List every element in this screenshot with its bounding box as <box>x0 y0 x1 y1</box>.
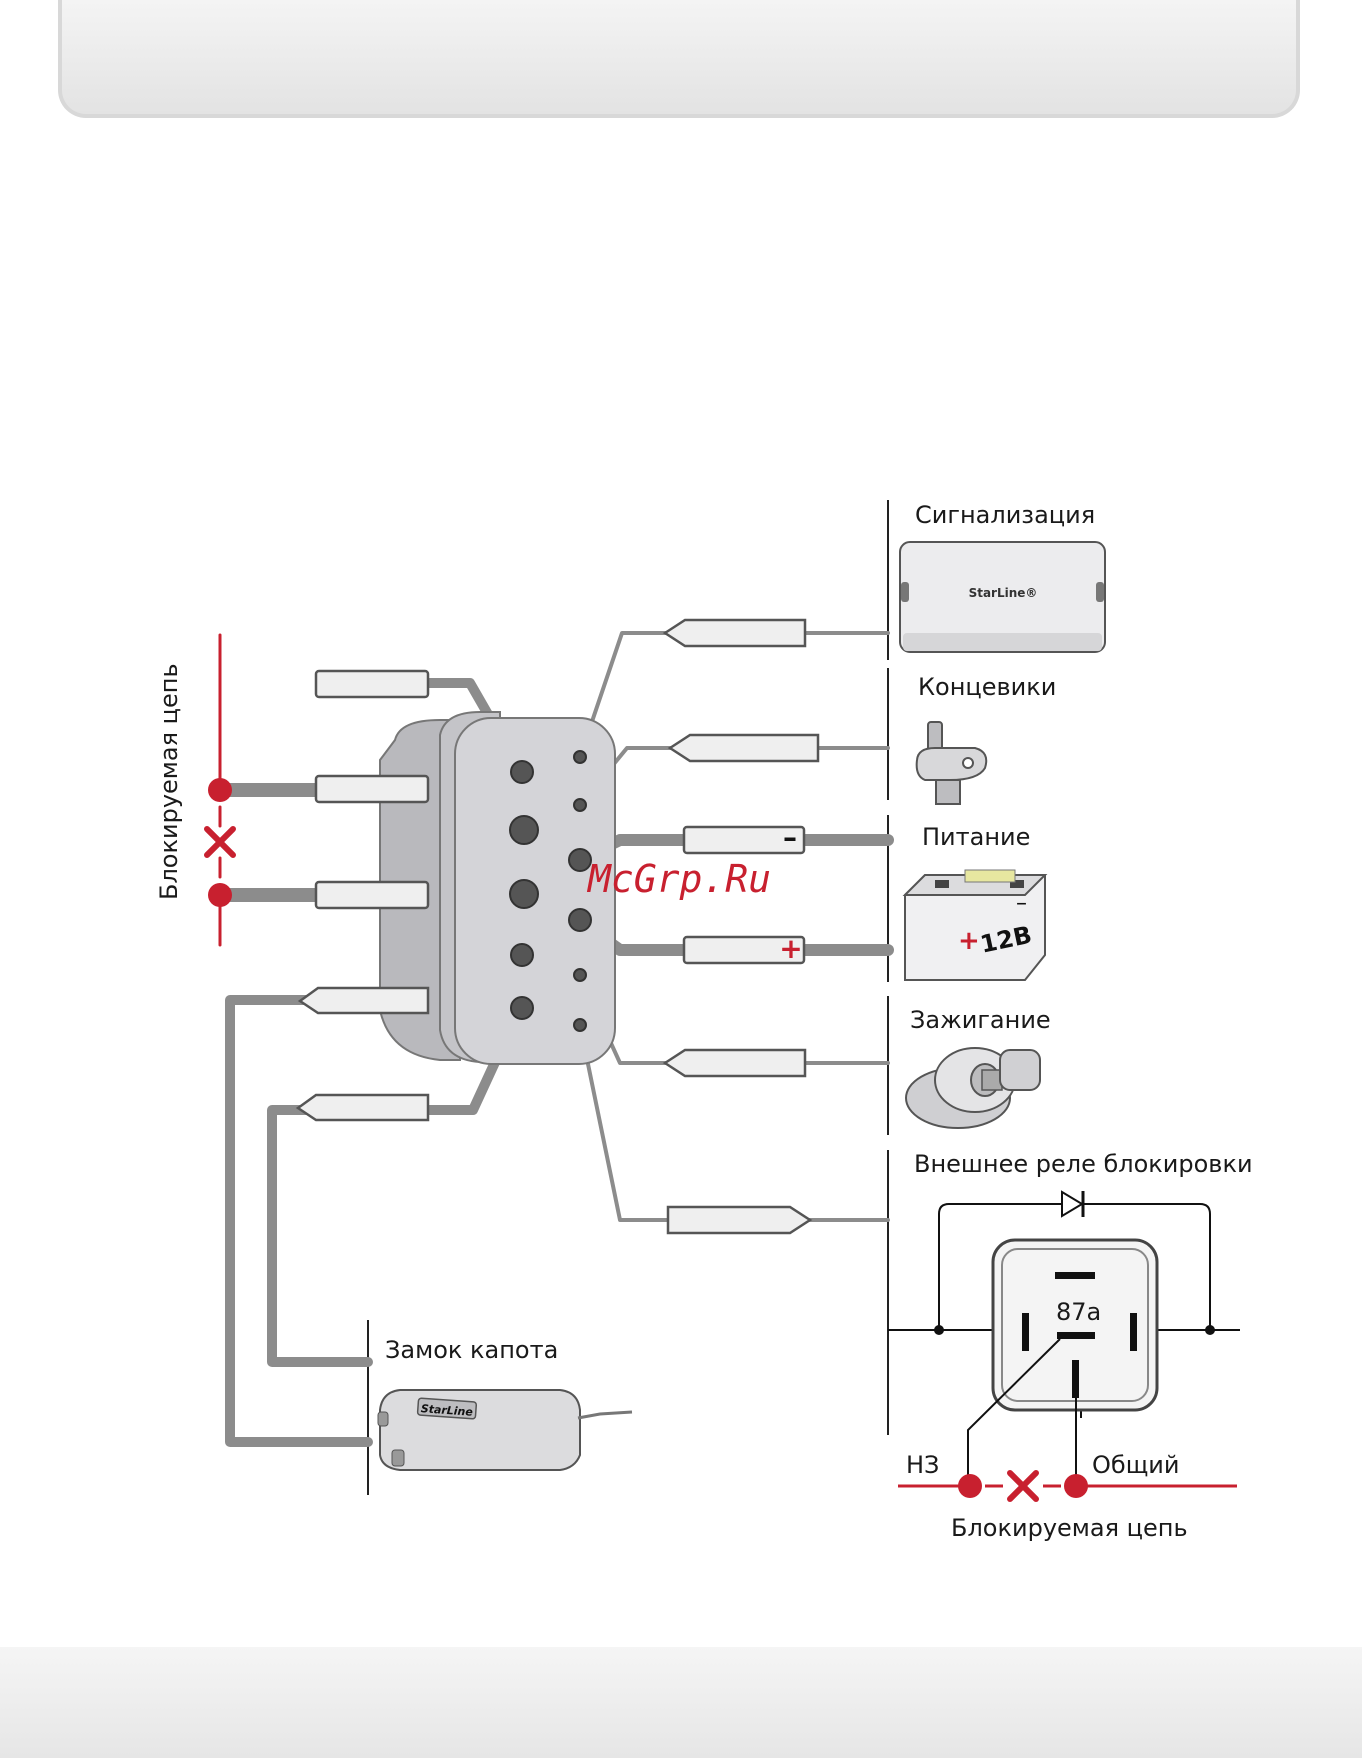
pin-left-2 <box>510 816 538 844</box>
tag-top-left <box>316 671 428 697</box>
tag-door <box>670 735 818 761</box>
pin-right-6 <box>574 1019 586 1031</box>
pin-left-1 <box>511 761 533 783</box>
left-break-icon <box>207 829 233 855</box>
left-blocked-circuit <box>207 635 233 945</box>
pin-left-3 <box>510 880 538 908</box>
tag-block-2 <box>316 882 428 908</box>
pin-right-4 <box>569 909 591 931</box>
tag-alarm <box>665 620 805 646</box>
nc-node <box>958 1474 982 1498</box>
pin-left-4 <box>511 944 533 966</box>
tag-ignition <box>665 1050 805 1076</box>
alarm-label: Сигнализация <box>915 501 1095 529</box>
pin-right-5 <box>574 969 586 981</box>
common-label: Общий <box>1092 1451 1180 1479</box>
pin-left-5 <box>511 997 533 1019</box>
tag-block-1 <box>316 776 428 802</box>
battery-minus: – <box>1016 891 1027 916</box>
pin-right-2 <box>574 799 586 811</box>
relay-junction-left <box>934 1325 944 1335</box>
bottom-break-icon <box>1010 1473 1036 1499</box>
tag-hood-1 <box>300 988 428 1013</box>
hood-lock-icon <box>378 1390 632 1470</box>
relay-pin-label: 87а <box>1056 1298 1101 1326</box>
power-label: Питание <box>922 823 1030 851</box>
left-node-bottom <box>208 883 232 907</box>
blocked-circuit-bottom-label: Блокируемая цепь <box>951 1514 1188 1542</box>
door-switches-label: Концевики <box>918 673 1056 701</box>
hood-lock-label: Замок капота <box>385 1336 558 1364</box>
battery-plus: + <box>958 926 980 956</box>
relay-body-icon <box>968 1240 1157 1485</box>
alarm-brand: StarLine® <box>969 586 1038 600</box>
ignition-icon <box>906 1048 1040 1128</box>
pin-right-1 <box>574 751 586 763</box>
external-relay-label: Внешнее реле блокировки <box>914 1150 1253 1178</box>
ignition-label: Зажигание <box>910 1006 1051 1034</box>
relay-junction-right <box>1205 1325 1215 1335</box>
tag-hood-2 <box>298 1095 428 1120</box>
nc-label: НЗ <box>906 1451 939 1479</box>
bottom-blocked-circuit <box>898 1473 1237 1499</box>
minus-sign: – <box>783 821 797 854</box>
common-node <box>1064 1474 1088 1498</box>
blocked-circuit-left-label: Блокируемая цепь <box>155 663 183 900</box>
tag-relay <box>668 1207 810 1233</box>
plus-sign: + <box>779 932 802 965</box>
door-switch-icon <box>917 722 987 804</box>
diode-icon <box>1062 1191 1083 1217</box>
watermark: McGrp.Ru <box>586 857 771 901</box>
left-node-top <box>208 778 232 802</box>
